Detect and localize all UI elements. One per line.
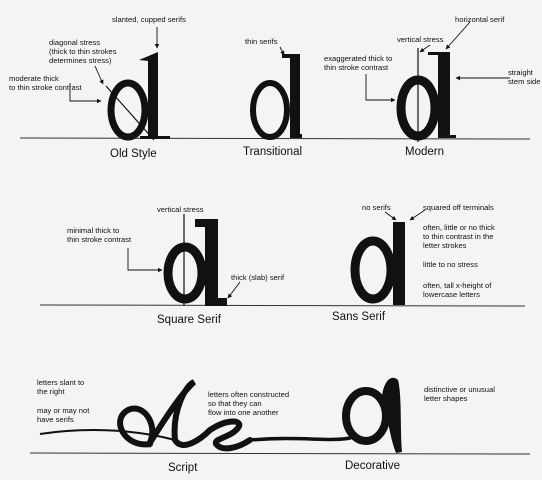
caption-sans-serif: Sans Serif	[332, 311, 385, 323]
note-vertical-stress-square: vertical stress	[157, 205, 203, 214]
note-may-have-serifs: may or may not have serifs	[37, 406, 89, 424]
note-no-serifs: no serifs	[362, 203, 391, 212]
caption-square-serif: Square Serif	[157, 314, 221, 326]
caption-old-style: Old Style	[110, 148, 157, 160]
note-little-stress: little to no stress	[423, 260, 478, 269]
note-squared-off-terminals: squared off terminals	[423, 203, 494, 212]
note-exaggerated-contrast: exaggerated thick to thin stroke contras…	[324, 54, 392, 72]
caption-transitional: Transitional	[243, 146, 302, 158]
note-little-contrast: often, little or no thick to thin contra…	[423, 223, 495, 250]
caption-modern: Modern	[405, 146, 444, 158]
baseline-row-2	[40, 305, 525, 306]
note-thin-serifs: thin serifs	[245, 37, 278, 46]
note-slanted-cupped-serifs: slanted, cupped serifs	[112, 15, 186, 24]
caption-decorative: Decorative	[345, 460, 400, 472]
note-letters-connected: letters often constructed so that they c…	[208, 390, 289, 417]
note-moderate-contrast: moderate thick to thin stroke contrast	[9, 74, 82, 92]
baseline-row-3	[30, 453, 530, 454]
transitional-letter-d	[253, 54, 302, 138]
modern-letter-d	[401, 52, 456, 138]
note-horizontal-serif: horizontal serif	[455, 15, 504, 24]
square-serif-letter-d	[168, 219, 227, 306]
note-minimal-contrast: minimal thick to thin stroke contrast	[67, 226, 131, 244]
note-straight-stem-side: straight stem side	[508, 68, 541, 86]
decorative-letter-d	[346, 378, 402, 453]
sans-serif-letter-d	[355, 222, 405, 305]
note-diagonal-stress: diagonal stress (thick to thin strokes d…	[49, 38, 117, 65]
note-vertical-stress-modern: vertical stress	[397, 35, 443, 44]
caption-script: Script	[168, 462, 197, 474]
note-distinctive-shapes: distinctive or unusual letter shapes	[424, 385, 495, 403]
note-tall-xheight: often, tall x-height of lowercase letter…	[423, 281, 491, 299]
note-slant-to-right: letters slant to the right	[37, 378, 84, 396]
old-style-letter-d	[111, 52, 170, 139]
note-slab-serif: thick (slab) serif	[231, 273, 284, 282]
